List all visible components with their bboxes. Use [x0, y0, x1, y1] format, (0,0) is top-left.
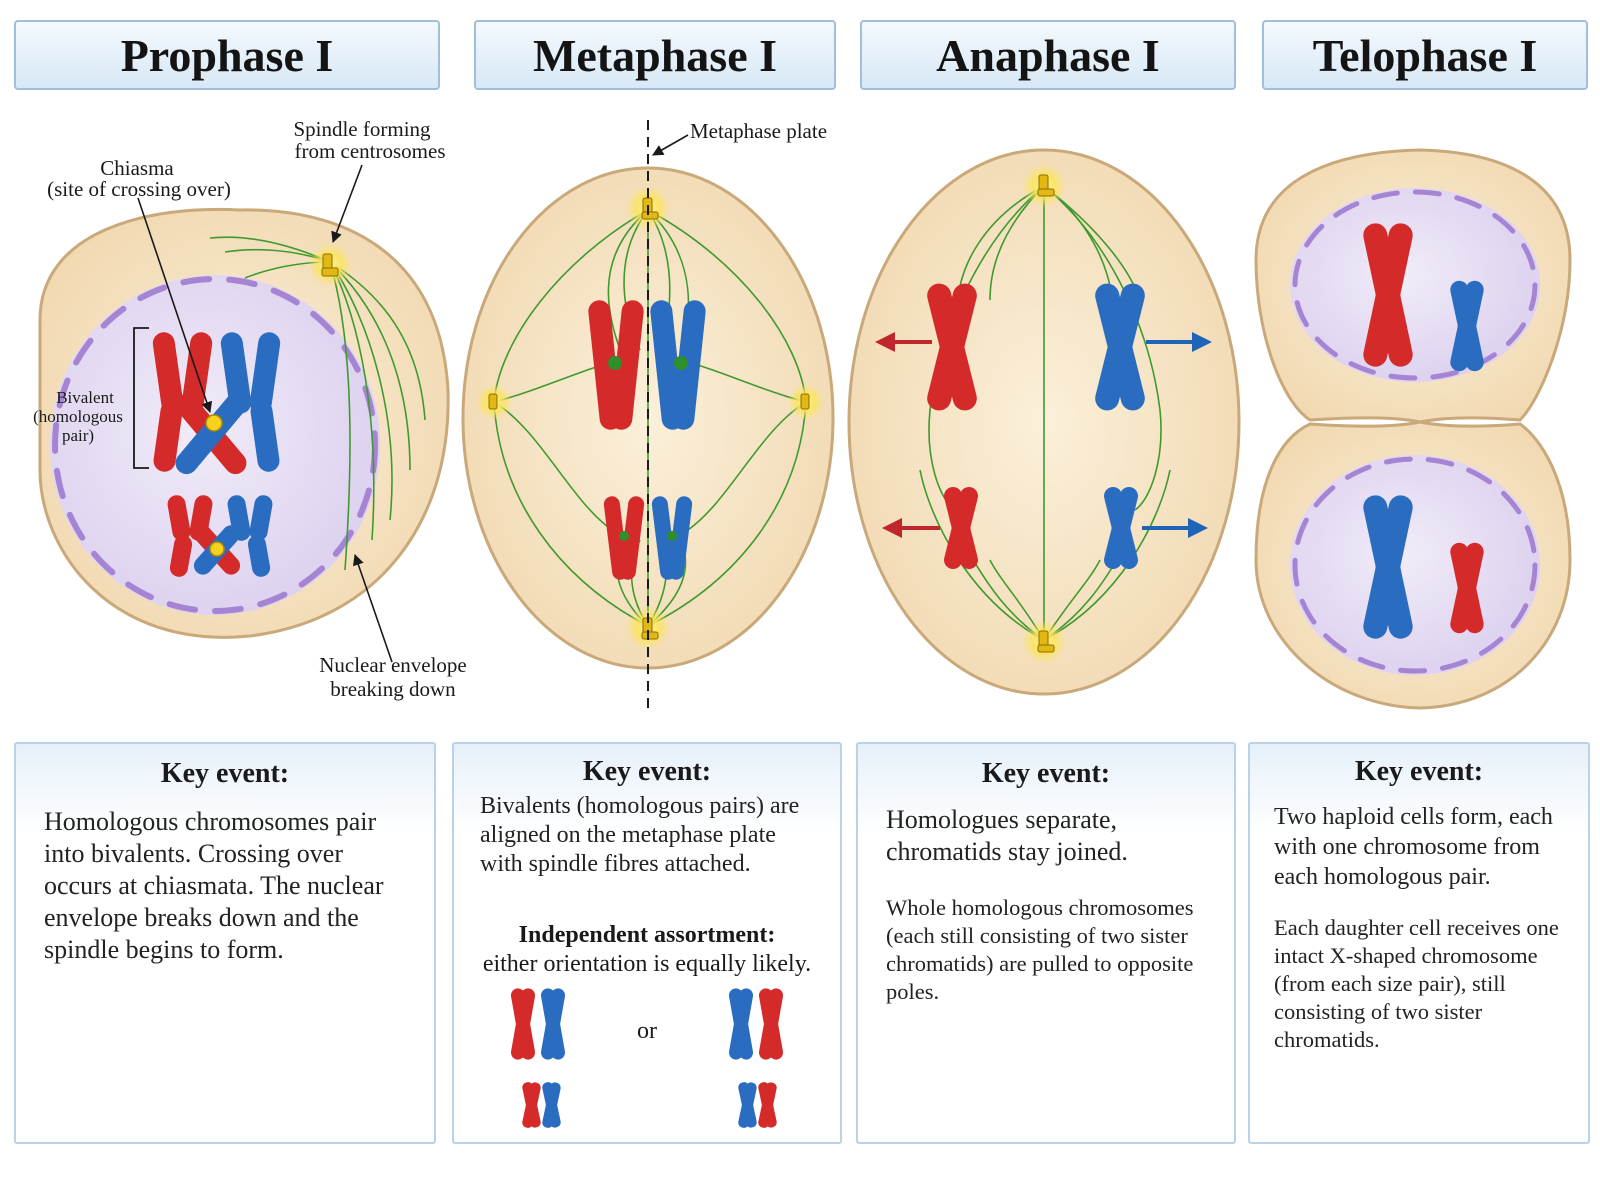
prophase-key-title: Key event:	[160, 758, 290, 789]
assortment-diagram: or	[510, 988, 784, 1128]
chiasma-label-line1: Chiasma	[100, 156, 174, 180]
prophase-centrosome	[308, 243, 352, 287]
chiasma-label-line2: (site of crossing over)	[47, 177, 231, 201]
telophase-bottom-small-red	[1450, 542, 1484, 634]
telophase-key-text: Two haploid cells form, each with one ch…	[1274, 804, 1553, 890]
bivalent-label-line3: pair)	[62, 426, 94, 445]
telophase-key-box: Key event: Two haploid cells form, each …	[1248, 742, 1590, 1144]
meiosis-diagram: Spindle forming from centrosomes Chiasma…	[33, 117, 1572, 712]
anaphase-key-text: Homologues separate, chromatids stay joi…	[886, 805, 1128, 866]
anaphase-key-title: Key event:	[981, 758, 1111, 789]
prophase-spindle	[209, 236, 426, 571]
metaphase-plate-pointer	[652, 134, 689, 156]
spindle-label-line1: Spindle forming	[293, 117, 431, 141]
prophase-key-text: Homologous chromosomes pair into bivalen…	[44, 807, 384, 964]
chiasma-pointer	[137, 197, 213, 414]
metaphase-key-box: Key event: Bivalents (homologous pairs) …	[452, 742, 842, 1144]
prophase-nuclear-envelope	[52, 276, 378, 614]
metaphase-centrosome-left	[476, 384, 512, 420]
prophase-key-box: Key event: Homologous chromosomes pair i…	[14, 742, 436, 1144]
anaphase-large-blue-chromosome	[1095, 283, 1145, 411]
anaphase-centrosome-bottom	[1022, 620, 1066, 664]
anaphase-key-box: Key event: Homologues separate, chromati…	[856, 742, 1236, 1144]
bivalent-bracket	[133, 327, 149, 469]
envelope-label-line2: breaking down	[330, 677, 456, 701]
telophase-bottom-large-blue	[1363, 495, 1413, 639]
anaphase-detail-text: Whole homologous chromosomes (each still…	[886, 895, 1194, 1004]
assortment-or-label: or	[637, 1018, 657, 1044]
telophase-nucleus-bottom	[1290, 455, 1540, 675]
envelope-label-line1: Nuclear envelope	[319, 653, 467, 677]
chiasma-point-large	[205, 414, 223, 432]
metaphase-header: Metaphase I	[474, 20, 836, 90]
metaphase-plate-label: Metaphase plate	[690, 119, 827, 143]
metaphase-cell: Metaphase plate	[461, 119, 835, 712]
metaphase-centrosome-right	[788, 384, 824, 420]
metaphase-key-text: Bivalents (homologous pairs) are aligned…	[480, 793, 800, 877]
envelope-pointer	[353, 553, 393, 663]
metaphase-key-title: Key event:	[582, 756, 712, 787]
prophase-header: Prophase I	[14, 20, 440, 90]
assortment-text: either orientation is equally likely.	[482, 951, 812, 977]
anaphase-header: Anaphase I	[860, 20, 1236, 90]
anaphase-title: Anaphase I	[936, 29, 1160, 81]
telophase-top-large-red	[1363, 223, 1413, 367]
anaphase-large-red-chromosome	[927, 283, 977, 411]
metaphase-large-bivalent	[588, 300, 706, 430]
anaphase-small-blue-chromosome	[1104, 486, 1138, 570]
chiasma-point-small	[209, 541, 225, 557]
anaphase-small-red-chromosome	[944, 486, 978, 570]
assortment-option-b	[728, 988, 784, 1128]
telophase-detail-text: Each daughter cell receives one intact X…	[1274, 915, 1559, 1052]
anaphase-centrosome-top	[1022, 164, 1066, 208]
telophase-title: Telophase I	[1312, 29, 1538, 81]
telophase-nucleus-top	[1290, 188, 1540, 382]
telophase-header: Telophase I	[1262, 20, 1588, 90]
spindle-label-line2: from centrosomes	[294, 139, 445, 163]
spindle-pointer	[331, 164, 363, 244]
telophase-top-small-blue	[1450, 280, 1484, 372]
telophase-key-title: Key event:	[1354, 756, 1484, 787]
metaphase-title: Metaphase I	[532, 29, 778, 81]
assortment-title: Independent assortment:	[518, 922, 776, 948]
anaphase-cell	[847, 148, 1241, 696]
prophase-small-bivalent	[167, 495, 273, 577]
bivalent-label-line2: (homologous	[33, 407, 123, 426]
prophase-title: Prophase I	[120, 29, 334, 81]
metaphase-centrosome-bottom	[626, 606, 670, 650]
metaphase-small-bivalent	[603, 496, 693, 580]
telophase-cells	[1254, 148, 1572, 710]
bivalent-label-line1: Bivalent	[56, 388, 114, 407]
assortment-option-a	[510, 988, 566, 1128]
prophase-cell: Spindle forming from centrosomes Chiasma…	[33, 117, 467, 701]
